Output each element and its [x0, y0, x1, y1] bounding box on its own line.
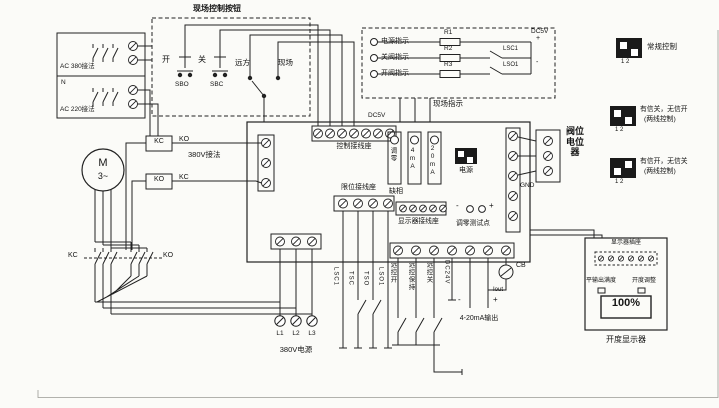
- indicator-dc5v-label: DC5V: [531, 28, 549, 35]
- ko-contactor-label: KO: [163, 252, 174, 259]
- dc24v-wire-label: DC24V: [443, 260, 450, 285]
- field-control-title: 现场控制按钮: [193, 4, 241, 13]
- remote-hold-label: 远控保持: [407, 261, 415, 291]
- l3-label: L3: [308, 330, 316, 337]
- power-indicator-label: 电源指示: [381, 38, 409, 45]
- zero-test-label: 调零测试点: [456, 220, 490, 227]
- r2-label: R2: [444, 45, 453, 52]
- lso1-wire-label: LSO1: [377, 267, 384, 287]
- dip2-numbers: 1 2: [615, 127, 624, 133]
- r3-label: R3: [444, 61, 453, 68]
- dip2-label: 有信关，无信开: [640, 106, 688, 113]
- ko-contact-label: KO: [179, 136, 190, 143]
- kc-contactor-label: KC: [68, 252, 78, 259]
- wiring-380-label: 380V接法: [188, 150, 221, 159]
- iout-label: Iout: [493, 287, 504, 293]
- output-minus-sign: -: [458, 295, 461, 304]
- remote-selector-label: 远方: [235, 58, 250, 67]
- zero-test-plus-sign: +: [489, 201, 494, 210]
- kc-relay-box-label: KC: [154, 138, 164, 145]
- sbc-label: SBC: [210, 81, 224, 88]
- mains-380v-label: 380V电源: [279, 345, 313, 354]
- gnd-label: GND: [520, 182, 535, 189]
- main-board: [246, 121, 531, 263]
- display-value: 100%: [611, 297, 641, 309]
- zero-test-minus-sign: -: [456, 201, 459, 210]
- lsc1-switch-label: LSC1: [503, 46, 519, 52]
- motor-phase-label: 3~: [97, 171, 109, 181]
- remote-close-label: 远控关: [425, 261, 433, 284]
- cb-meter-label: CB: [516, 262, 526, 269]
- sbo-label: SBO: [175, 81, 189, 88]
- lsc1-wire-label: LSC1: [332, 267, 339, 287]
- ac-220-label: AC 220接法: [60, 106, 95, 113]
- remote-io-wires: [392, 258, 514, 375]
- board-dc5v-label: DC5V: [368, 112, 386, 119]
- pot-zero-label: 调零: [389, 147, 397, 162]
- dip3-numbers: 1 2: [615, 179, 624, 185]
- close-indicator-label: 关阀指示: [381, 54, 409, 61]
- kc-contact-label: KC: [179, 174, 189, 181]
- pot-4ma-label: 4mA: [409, 147, 417, 171]
- ko-relay-box-label: KO: [153, 176, 165, 183]
- dip3-note: (两线控制): [644, 168, 676, 175]
- field-indicator-title: 现场指示: [433, 99, 463, 108]
- indicator-minus-sign: -: [536, 59, 539, 66]
- l2-label: L2: [292, 330, 300, 337]
- motor-circuit: [81, 148, 318, 327]
- ac-wiring-box: [56, 32, 159, 136]
- power-dip-label: 电源: [459, 167, 473, 174]
- dip2-note: (两线控制): [644, 116, 676, 123]
- output-plus-sign: +: [493, 295, 498, 304]
- indicator-plus-sign: +: [536, 35, 541, 42]
- page-frame: [37, 30, 719, 398]
- ma-output-label: 4-20mA输出: [459, 315, 499, 322]
- display-module: [530, 229, 668, 331]
- kc-ko-relay-boxes: [125, 135, 262, 250]
- limit-switch-wires: [339, 211, 392, 349]
- close-button-label: 关: [198, 55, 206, 64]
- valve-pot-label: 阀位电位器: [565, 126, 584, 157]
- r1-label: R1: [444, 29, 453, 36]
- tsc-wire-label: TSC: [347, 271, 354, 286]
- limit-terminal-label: 限位接线座: [341, 184, 376, 191]
- phase-loss-label: 缺相: [389, 188, 403, 195]
- tso-wire-label: TSO: [362, 271, 369, 287]
- pot-20ma-label: 20mA: [429, 145, 437, 177]
- dip1-numbers: 1 2: [621, 59, 630, 65]
- opening-display-label: 开度显示器: [606, 335, 646, 344]
- display-full-scale-label: 平输出满度: [586, 278, 617, 284]
- display-socket-label: 显示器插座: [610, 240, 641, 246]
- motor-m-label: M: [98, 157, 108, 169]
- l1-label: L1: [276, 330, 284, 337]
- open-button-label: 开: [162, 55, 170, 64]
- display-terminal-label: 显示器接线座: [398, 218, 439, 225]
- ac-380-label: AC 380接法: [60, 63, 95, 70]
- field-indicator-box: [361, 27, 556, 122]
- display-adjust-label: 开度调整: [632, 278, 657, 284]
- lso1-switch-label: LSO1: [503, 62, 519, 68]
- field-control-box: [151, 17, 355, 126]
- open-indicator-label: 开阀指示: [381, 70, 409, 77]
- dip1-label: 常规控制: [647, 42, 677, 51]
- local-selector-label: 现场: [278, 58, 293, 67]
- dip-switch-legend: [610, 38, 642, 178]
- neutral-label: N: [61, 79, 66, 86]
- dip3-label: 有信开，无信关: [640, 158, 688, 165]
- valve-potentiometer: [517, 129, 561, 183]
- remote-open-label: 远控开: [389, 261, 397, 284]
- control-terminal-label: 控制接线座: [336, 143, 372, 150]
